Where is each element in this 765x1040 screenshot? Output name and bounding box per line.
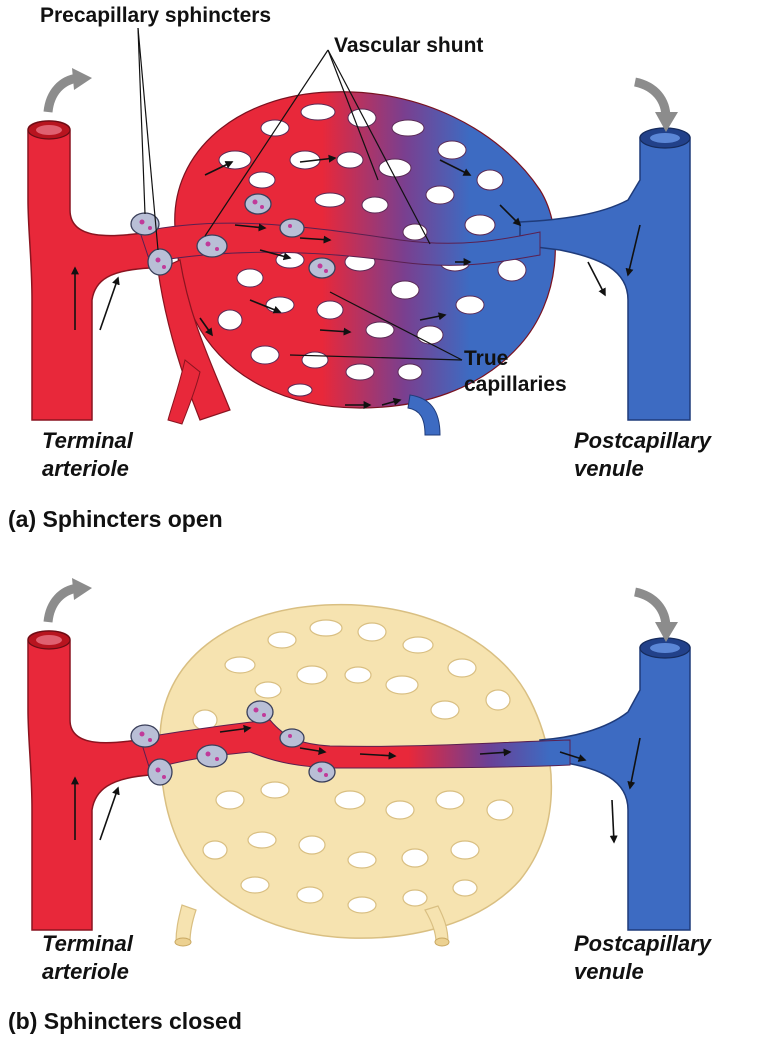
terminal-arteriole-label-a: Terminal arteriole xyxy=(42,427,133,483)
panel-b-diagram xyxy=(28,578,690,946)
terminal-arteriole-b-line1: Terminal xyxy=(42,930,133,958)
postcapillary-venule-label-a: Postcapillary venule xyxy=(574,427,711,483)
postcapillary-venule-b-line2: venule xyxy=(574,958,711,986)
true-capillaries-line2: capillaries xyxy=(464,372,567,398)
blood-out-arrow-a-head xyxy=(72,68,92,90)
postcapillary-venule-b-line1: Postcapillary xyxy=(574,930,711,958)
panel-a-caption: (a) Sphincters open xyxy=(8,506,223,533)
panel-a-diagram xyxy=(28,28,690,435)
terminal-arteriole-b-line2: arteriole xyxy=(42,958,133,986)
true-capillaries-line1: True xyxy=(464,346,567,372)
true-capillaries-label: True capillaries xyxy=(464,346,567,398)
vascular-shunt-label: Vascular shunt xyxy=(334,34,483,58)
blood-out-arrow-b-head xyxy=(72,578,92,600)
postcapillary-venule-b xyxy=(540,638,690,930)
terminal-arteriole-a-line1: Terminal xyxy=(42,427,133,455)
postcapillary-venule-a-line1: Postcapillary xyxy=(574,427,711,455)
panel-b-caption: (b) Sphincters closed xyxy=(8,1008,242,1035)
postcapillary-venule-a-line2: venule xyxy=(574,455,711,483)
terminal-arteriole-b xyxy=(28,631,150,930)
postcapillary-venule-label-b: Postcapillary venule xyxy=(574,930,711,986)
precapillary-sphincters-label: Precapillary sphincters xyxy=(40,4,271,28)
terminal-arteriole-a-line2: arteriole xyxy=(42,455,133,483)
capillary-network-closed xyxy=(160,605,551,946)
terminal-arteriole-label-b: Terminal arteriole xyxy=(42,930,133,986)
